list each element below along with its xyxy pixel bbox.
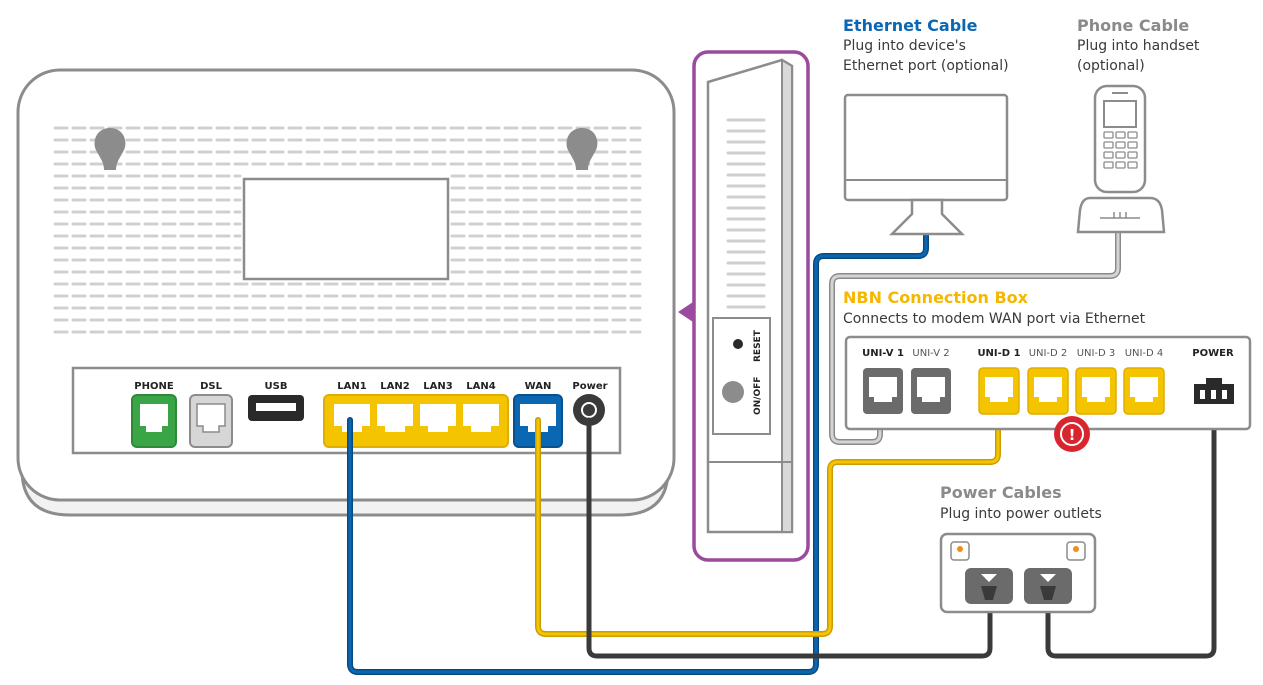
modem-power-port[interactable] — [573, 394, 605, 426]
alert-icon: ! — [1054, 416, 1090, 452]
nbn-unid1-label: UNI-D 1 — [977, 348, 1020, 359]
cables — [347, 229, 1217, 675]
nbn-unid4-label: UNI-D 4 — [1125, 348, 1164, 359]
power-outlet-icon — [939, 532, 1097, 614]
reset-label: RESET — [753, 329, 763, 362]
nbn-univ2-label: UNI-V 2 — [912, 348, 949, 359]
ethernet-cable-desc-line2: Ethernet port (optional) — [843, 58, 1009, 74]
keyhole-left — [94, 128, 126, 170]
nbn-unid2-label: UNI-D 2 — [1029, 348, 1068, 359]
modem-lan2-label: LAN2 — [380, 381, 409, 392]
modem-side-view: RESET ON/OFF — [692, 50, 810, 562]
modem-lan4-label: LAN4 — [466, 381, 495, 392]
nbn-unid3-label: UNI-D 3 — [1077, 348, 1116, 359]
modem-wan-label: WAN — [525, 381, 552, 392]
ethernet-cable-desc-line1: Plug into device's — [843, 38, 966, 54]
modem-lan2-port[interactable] — [377, 404, 413, 432]
nbn-power-port[interactable] — [1194, 378, 1234, 404]
nbn-box-title: NBN Connection Box — [843, 288, 1029, 307]
phone-cable-title: Phone Cable — [1077, 16, 1189, 35]
ethernet-cable-title: Ethernet Cable — [843, 16, 978, 35]
modem-lan4-port[interactable] — [463, 404, 499, 432]
side-button-panel — [712, 317, 771, 435]
onoff-button[interactable] — [722, 381, 744, 403]
power-cables-desc: Plug into power outlets — [940, 506, 1102, 522]
phone-cable-desc-line1: Plug into handset — [1077, 38, 1200, 54]
reset-button[interactable] — [733, 339, 743, 349]
onoff-label: ON/OFF — [753, 377, 763, 415]
nbn-univ1-label: UNI-V 1 — [862, 348, 904, 359]
nbn-power-cable[interactable] — [1045, 397, 1217, 659]
phone-cable-desc-line2: (optional) — [1077, 58, 1145, 74]
modem-front: PHONE DSL USB LAN1 LAN2 LAN3 LAN4 WAN Po… — [16, 68, 676, 517]
modem-power-label: Power — [572, 381, 607, 392]
label-plate — [242, 177, 450, 281]
modem-power-cable[interactable] — [586, 417, 993, 659]
alert-glyph: ! — [1069, 426, 1076, 444]
modem-usb-label: USB — [265, 381, 288, 392]
nbn-connection-box: UNI-V 1 UNI-V 2 UNI-D 1 UNI-D 2 UNI-D 3 … — [844, 335, 1252, 431]
modem-dsl-label: DSL — [200, 381, 223, 392]
cordless-phone-icon — [1076, 84, 1166, 234]
modem-lan1-label: LAN1 — [337, 381, 366, 392]
modem-phone-label: PHONE — [134, 381, 174, 392]
nbn-box-desc: Connects to modem WAN port via Ethernet — [843, 311, 1146, 327]
modem-lan3-label: LAN3 — [423, 381, 452, 392]
computer-monitor-icon — [843, 93, 1009, 236]
side-view-pointer-icon — [678, 302, 693, 322]
power-cables-title: Power Cables — [940, 483, 1062, 502]
vent-slots — [53, 126, 642, 334]
modem-lan3-port[interactable] — [420, 404, 456, 432]
keyhole-right — [566, 128, 598, 170]
nbn-power-label: POWER — [1192, 348, 1234, 359]
